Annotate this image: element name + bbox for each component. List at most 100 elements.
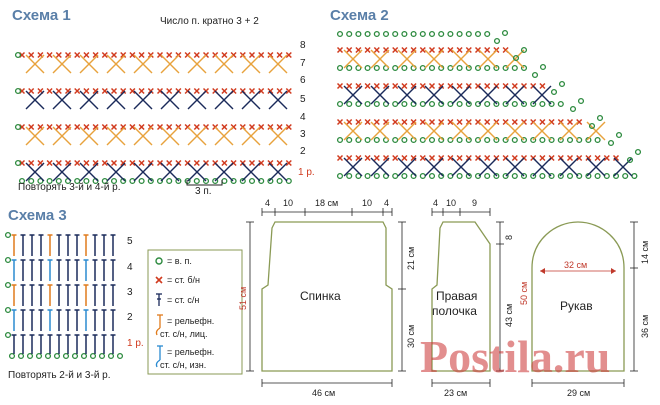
edge-chain xyxy=(569,105,577,113)
single-crochet xyxy=(285,159,292,167)
chain-row xyxy=(548,136,555,144)
dc-diagonal xyxy=(505,157,525,177)
single-crochet xyxy=(110,87,118,95)
legend-dc-icon xyxy=(156,293,162,306)
chain-row xyxy=(511,100,518,108)
single-crochet xyxy=(419,118,426,126)
single-crochet xyxy=(428,82,436,90)
sleeve-cap-width: 32 см xyxy=(564,260,587,270)
single-crochet xyxy=(456,82,463,90)
base-chain xyxy=(17,352,25,360)
dc-diagonal xyxy=(52,126,72,146)
scheme1-repeat: Повторять 3-й и 4-й р. xyxy=(18,182,121,193)
base-chain xyxy=(166,177,173,185)
single-crochet xyxy=(456,118,463,126)
single-crochet xyxy=(539,118,546,126)
single-crochet xyxy=(465,82,472,90)
edge-chain xyxy=(615,131,623,139)
single-crochet xyxy=(74,51,81,59)
chain-row xyxy=(419,136,426,144)
single-crochet xyxy=(276,159,283,167)
dc-diagonal xyxy=(268,90,288,110)
single-crochet xyxy=(74,159,81,167)
chain-row xyxy=(493,64,500,72)
front-dim-3: 9 xyxy=(472,198,477,208)
base-chain xyxy=(18,177,26,185)
chain-row xyxy=(373,100,380,108)
single-crochet xyxy=(465,46,472,54)
chain-row xyxy=(465,30,472,38)
back-dim-1: 4 xyxy=(265,198,270,208)
s1-row-4: 4 xyxy=(300,112,306,123)
scheme3-repeat: Повторять 2-й и 3-й р. xyxy=(8,370,111,381)
chain-row xyxy=(603,172,610,180)
dc-diagonal xyxy=(478,157,498,177)
chain-row xyxy=(373,136,380,144)
legend-relief-back: = рельефн. xyxy=(167,347,214,357)
dc-diagonal xyxy=(343,49,363,69)
single-crochet xyxy=(566,118,574,126)
front-dimensions xyxy=(431,208,504,387)
chain-row xyxy=(502,100,509,108)
dc-diagonal xyxy=(160,90,180,110)
chain-row xyxy=(392,100,399,108)
single-crochet xyxy=(156,87,164,95)
s1-row-6: 6 xyxy=(300,75,306,86)
single-crochet xyxy=(74,87,81,95)
front-label-2: полочка xyxy=(432,304,477,318)
single-crochet xyxy=(120,123,127,131)
single-crochet xyxy=(248,87,256,95)
single-crochet xyxy=(285,51,292,59)
single-crochet xyxy=(474,118,482,126)
single-crochet xyxy=(285,87,292,95)
chain-row xyxy=(428,172,436,180)
single-crochet xyxy=(267,123,274,131)
chain-row xyxy=(622,172,629,180)
dc-diagonal xyxy=(133,126,153,146)
single-crochet xyxy=(28,123,35,131)
single-crochet xyxy=(474,154,482,162)
front-outline xyxy=(431,221,491,372)
base-chain xyxy=(35,352,43,360)
single-crochet xyxy=(120,87,127,95)
chain-row xyxy=(419,64,426,72)
chain-row xyxy=(456,30,463,38)
base-chain xyxy=(37,177,44,185)
single-crochet xyxy=(193,159,200,167)
dc-diagonal xyxy=(370,121,390,141)
chain-row xyxy=(355,172,362,180)
single-crochet xyxy=(484,118,491,126)
chain-row xyxy=(355,136,362,144)
single-crochet xyxy=(28,159,35,167)
single-crochet xyxy=(101,123,108,131)
dc-diagonal xyxy=(79,126,99,146)
single-crochet xyxy=(392,46,399,54)
chain-row xyxy=(530,172,537,180)
dc-diagonal xyxy=(451,121,471,141)
back-dim-5: 4 xyxy=(384,198,389,208)
scheme1-row-numbers: 8 7 6 5 4 3 2 1 р. xyxy=(298,40,315,178)
single-crochet xyxy=(438,154,445,162)
base-chain xyxy=(89,352,97,360)
dc-diagonal xyxy=(160,162,180,182)
single-crochet xyxy=(438,82,445,90)
dc-diagonal xyxy=(268,54,288,74)
single-crochet xyxy=(539,154,546,162)
edge-chain xyxy=(520,46,528,54)
watermark-text: Postila.ru xyxy=(420,331,610,382)
single-crochet xyxy=(419,154,426,162)
turning-chain xyxy=(4,281,12,289)
single-crochet xyxy=(101,159,108,167)
single-crochet xyxy=(129,51,136,59)
single-crochet xyxy=(74,123,81,131)
single-crochet xyxy=(336,82,344,90)
edge-chain xyxy=(558,80,566,88)
single-crochet xyxy=(373,46,380,54)
single-crochet xyxy=(484,46,491,54)
sleeve-height: 36 см xyxy=(640,315,650,338)
single-crochet xyxy=(566,154,574,162)
single-crochet xyxy=(465,154,472,162)
single-crochet xyxy=(147,123,154,131)
dc-diagonal xyxy=(79,90,99,110)
s3-row-4: 4 xyxy=(127,262,133,273)
